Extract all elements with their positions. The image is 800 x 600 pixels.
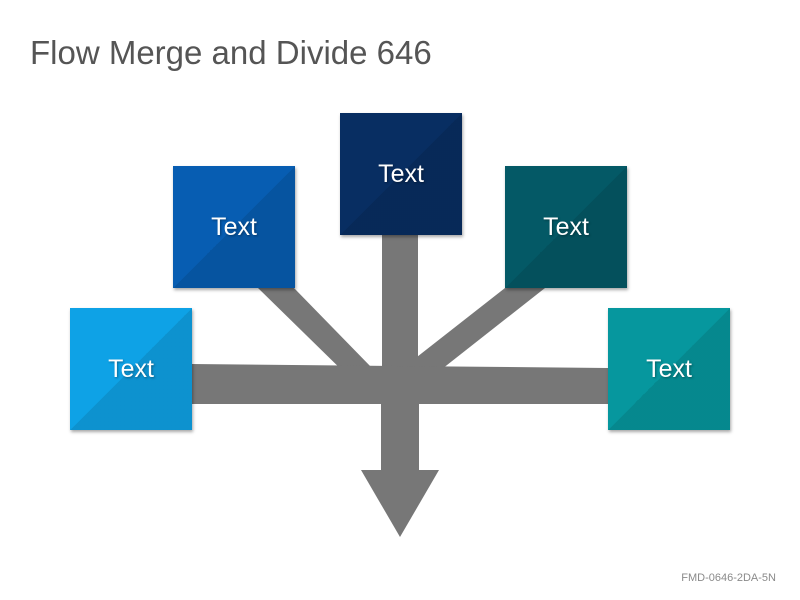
arrow-stem-top xyxy=(382,234,418,372)
box-label: Text xyxy=(378,159,424,188)
box-far-left: Text xyxy=(70,308,192,430)
box-label: Text xyxy=(646,354,692,383)
box-far-right: Text xyxy=(608,308,730,430)
page-title: Flow Merge and Divide 646 xyxy=(30,34,432,71)
slide-code: FMD-0646-2DA-5N xyxy=(681,572,776,584)
box-upper-right: Text xyxy=(505,166,627,288)
box-upper-left: Text xyxy=(173,166,295,288)
arrow-arm-upper-left xyxy=(258,288,372,380)
box-label: Text xyxy=(211,212,257,241)
arrow-stem-down xyxy=(381,404,419,470)
box-label: Text xyxy=(108,354,154,383)
box-label: Text xyxy=(543,212,589,241)
arrow-head xyxy=(361,470,439,537)
arrow-arm-upper-right xyxy=(408,288,545,380)
arrow-horizontal-bar xyxy=(191,364,608,404)
box-top-center: Text xyxy=(340,113,462,235)
